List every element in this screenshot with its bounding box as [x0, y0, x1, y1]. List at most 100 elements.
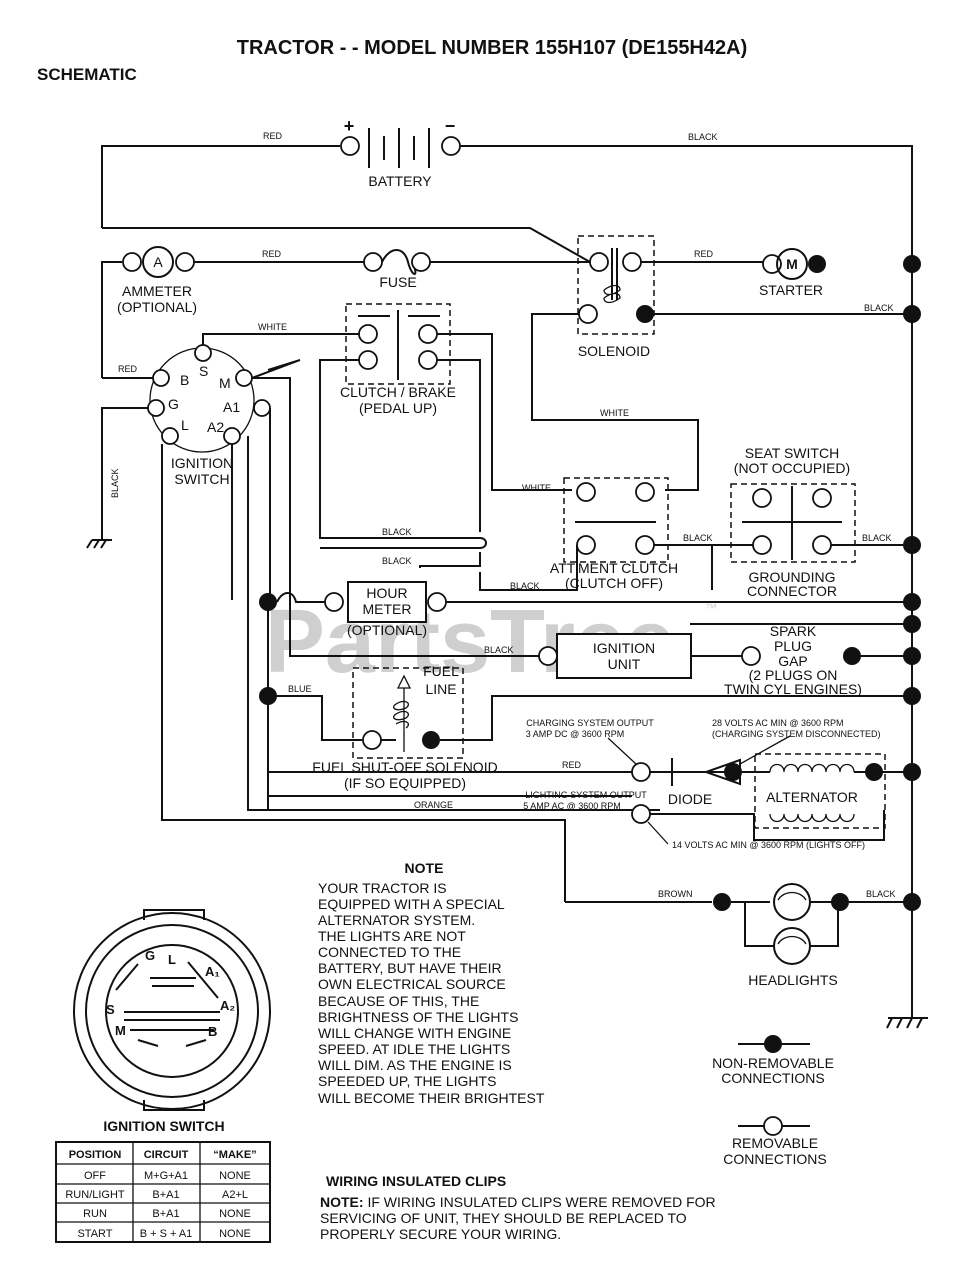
- seat-switch: SEAT SWITCH (NOT OCCUPIED) GROUNDING CON…: [730, 445, 856, 599]
- note-line: WILL CHANGE WITH ENGINE: [318, 1025, 511, 1041]
- table-cell: RUN/LIGHT: [65, 1189, 125, 1201]
- legend-removable: REMOVABLE CONNECTIONS: [723, 1116, 827, 1167]
- table-cell: NONE: [219, 1208, 251, 1220]
- wire-label-black: BLACK: [866, 889, 896, 899]
- ignition-switch: B S M G A1 L A2 IGNITION SWITCH: [147, 344, 271, 487]
- wire-label-black: BLACK: [382, 527, 412, 537]
- fuel-solenoid-note: (IF SO EQUIPPED): [344, 775, 466, 791]
- lighting-output: LIGHTING SYSTEM OUTPUT 5 AMP AC @ 3600 R…: [523, 790, 865, 850]
- table-header: CIRCUIT: [144, 1149, 189, 1161]
- alternator-label: ALTERNATOR: [766, 789, 858, 805]
- face-b: B: [208, 1024, 217, 1039]
- page-title: TRACTOR - - MODEL NUMBER 155H107 (DE155H…: [237, 37, 747, 59]
- legend-removable-label-2: CONNECTIONS: [723, 1151, 826, 1167]
- headlights-label: HEADLIGHTS: [748, 972, 837, 988]
- note-line: YOUR TRACTOR IS: [318, 880, 447, 896]
- wire-label-red: RED: [562, 760, 582, 770]
- clips-line3: PROPERLY SECURE YOUR WIRING.: [320, 1226, 561, 1242]
- face-l: L: [168, 952, 176, 967]
- spark-plug-note-2: TWIN CYL ENGINES): [724, 681, 862, 697]
- table-cell: B+A1: [152, 1208, 179, 1220]
- ammeter: A AMMETER (OPTIONAL): [101, 246, 197, 378]
- clips-heading: WIRING INSULATED CLIPS: [326, 1173, 506, 1189]
- clips-line1: NOTE: IF WIRING INSULATED CLIPS WERE REM…: [320, 1194, 716, 1210]
- spark-plug-note: (2 PLUGS ON: [749, 667, 838, 683]
- wire-label-black: BLACK: [688, 132, 718, 142]
- fuse-label: FUSE: [379, 274, 416, 290]
- battery-plus: +: [344, 116, 355, 136]
- clutch-brake-state: (PEDAL UP): [359, 400, 437, 416]
- terminal-a1: A1: [223, 399, 240, 415]
- legend-nonremovable-label-2: CONNECTIONS: [721, 1070, 824, 1086]
- wire-label-red: RED: [694, 249, 714, 259]
- note-body: YOUR TRACTOR IS EQUIPPED WITH A SPECIAL …: [318, 880, 545, 1106]
- legend-removable-label: REMOVABLE: [732, 1135, 818, 1151]
- ammeter-symbol: A: [153, 254, 163, 270]
- wire-label-brown: BROWN: [658, 889, 693, 899]
- wire-label-black: BLACK: [110, 468, 120, 498]
- note-line: SPEED. AT IDLE THE LIGHTS: [318, 1041, 510, 1057]
- wire-label-white: WHITE: [258, 322, 287, 332]
- ignition-circuit-table: POSITION CIRCUIT “MAKE” OFF M+G+A1 NONE …: [55, 1141, 271, 1243]
- attachment-clutch-label: ATT'MENT CLUTCH: [550, 560, 678, 576]
- note-line: BECAUSE OF THIS, THE: [318, 993, 479, 1009]
- grounding-connector-label: GROUNDING: [748, 569, 835, 585]
- spark-plug-label-3: GAP: [778, 653, 808, 669]
- charging-output-label: CHARGING SYSTEM OUTPUT: [526, 718, 654, 728]
- terminal-a2: A2: [207, 419, 224, 435]
- wire-label-orange: ORANGE: [414, 800, 453, 810]
- battery: + − BATTERY RED BLACK: [101, 116, 913, 1018]
- clips-line1-text: IF WIRING INSULATED CLIPS WERE REMOVED F…: [364, 1194, 716, 1210]
- note-heading: NOTE: [405, 860, 444, 876]
- watermark-tm: ™: [705, 601, 717, 615]
- table-cell: OFF: [84, 1170, 106, 1182]
- note-line: BRIGHTNESS OF THE LIGHTS: [318, 1009, 518, 1025]
- wire-label-black: BLACK: [382, 556, 412, 566]
- battery-minus: −: [445, 116, 456, 136]
- table-cell: NONE: [219, 1170, 251, 1182]
- solenoid: SOLENOID: [577, 235, 655, 359]
- spark-plug: SPARK PLUG GAP (2 PLUGS ON TWIN CYL ENGI…: [724, 623, 862, 697]
- table-cell: NONE: [219, 1228, 251, 1240]
- note-line: EQUIPPED WITH A SPECIAL: [318, 896, 505, 912]
- clutch-brake-label: CLUTCH / BRAKE: [340, 384, 456, 400]
- hour-meter-label-2: METER: [363, 601, 412, 617]
- table-header: POSITION: [69, 1149, 122, 1161]
- grounding-connector-label-2: CONNECTOR: [747, 583, 837, 599]
- terminal-m: M: [219, 375, 231, 391]
- note-line: CONNECTED TO THE: [318, 944, 461, 960]
- starter-symbol: M: [786, 256, 798, 272]
- ignition-switch-label-2: SWITCH: [174, 471, 229, 487]
- legend-nonremovable: NON-REMOVABLE CONNECTIONS: [712, 1035, 834, 1086]
- hour-meter: HOUR METER (OPTIONAL): [259, 581, 447, 638]
- wire-label-black: BLACK: [864, 303, 894, 313]
- wire-label-red: RED: [263, 131, 283, 141]
- charging-output-rating: 3 AMP DC @ 3600 RPM: [526, 729, 625, 739]
- table-cell: START: [77, 1228, 112, 1240]
- diode-label: DIODE: [668, 791, 712, 807]
- charging-28v-label: 28 VOLTS AC MIN @ 3600 RPM: [712, 718, 844, 728]
- ignition-switch-label: IGNITION: [171, 455, 233, 471]
- table-cell: RUN: [83, 1208, 107, 1220]
- terminal-l: L: [181, 417, 189, 433]
- table-cell: B + S + A1: [140, 1228, 193, 1240]
- ignition-unit: IGNITION UNIT: [538, 633, 692, 679]
- attachment-clutch-switch: ATT'MENT CLUTCH (CLUTCH OFF): [550, 477, 678, 591]
- ignition-switch-face-title: IGNITION SWITCH: [103, 1118, 224, 1134]
- note-line: SPEEDED UP, THE LIGHTS: [318, 1073, 496, 1089]
- note-line: WILL DIM. AS THE ENGINE IS: [318, 1057, 512, 1073]
- terminal-s: S: [199, 363, 208, 379]
- charging-28v-note: (CHARGING SYSTEM DISCONNECTED): [712, 729, 881, 739]
- ammeter-label: AMMETER: [122, 283, 192, 299]
- alternator: ALTERNATOR: [754, 753, 886, 829]
- battery-label: BATTERY: [368, 173, 432, 189]
- page-subtitle: SCHEMATIC: [37, 65, 137, 84]
- hour-meter-optional: (OPTIONAL): [347, 622, 427, 638]
- clips-line2: SERVICING OF UNIT, THEY SHOULD BE REPLAC…: [320, 1210, 687, 1226]
- wire-label-white: WHITE: [600, 408, 629, 418]
- face-m: M: [115, 1023, 126, 1038]
- wire-label-black: BLACK: [862, 533, 892, 543]
- table-cell: M+G+A1: [144, 1170, 188, 1182]
- seat-switch-label: SEAT SWITCH: [745, 445, 839, 461]
